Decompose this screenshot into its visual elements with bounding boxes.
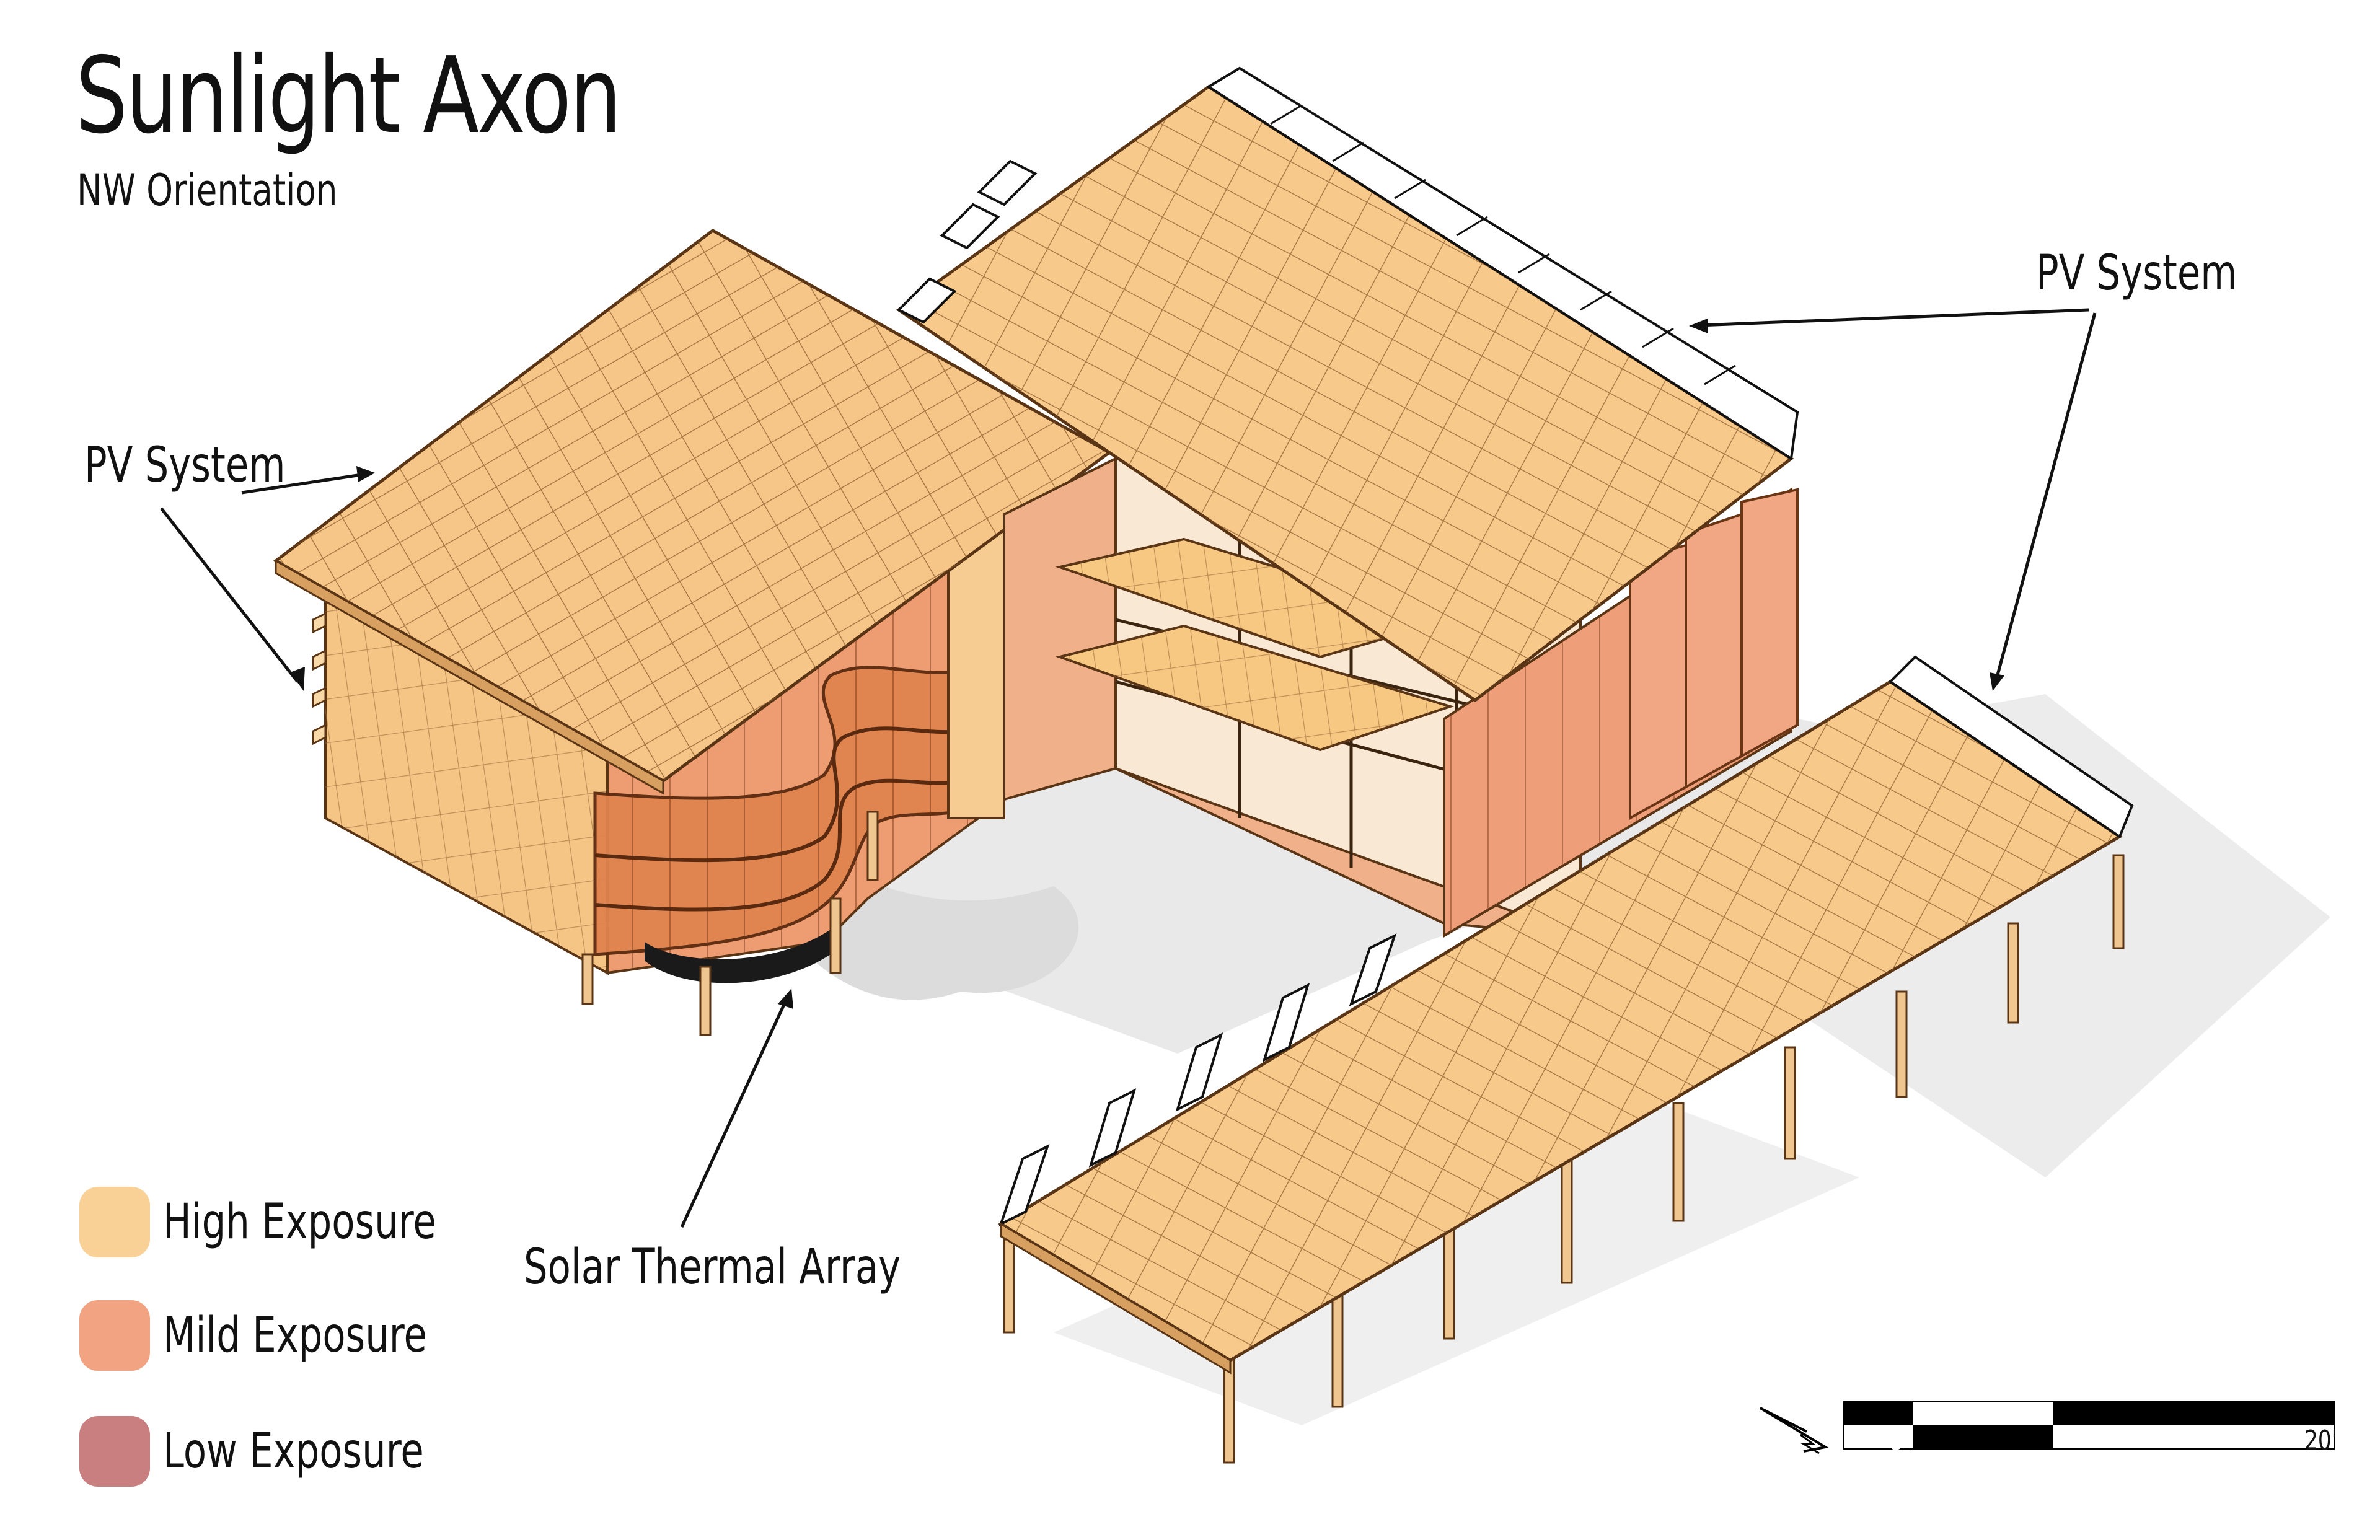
legend-swatch-high [79,1187,150,1257]
scale-label-10: 10' [2022,1398,2055,1430]
back-roof [896,66,1799,703]
annotation-arrows [160,308,2097,1228]
arrow-heads [290,319,2004,1009]
left-building [273,229,1113,1036]
legend-swatch-mild [79,1300,150,1371]
legend-label-mild: Mild Exposure [163,1308,427,1363]
legend-swatch-low [79,1416,150,1487]
legend-label-low: Low Exposure [163,1423,424,1479]
north-arrow-icon [1759,1407,1829,1454]
solar-thermal-label: Solar Thermal Array [524,1239,901,1295]
scale-label-5: 5' [1890,1425,1910,1456]
scale-bar [1843,1401,2335,1450]
page-title: Sunlight Axon [76,35,622,157]
pv-system-label-left: PV System [84,438,286,493]
pv-system-label-right: PV System [2036,245,2237,301]
scale-label-20: 20' [2304,1425,2338,1456]
right-canopy [998,655,2134,1464]
legend-label-high: High Exposure [163,1194,436,1250]
page-subtitle: NW Orientation [77,165,338,216]
